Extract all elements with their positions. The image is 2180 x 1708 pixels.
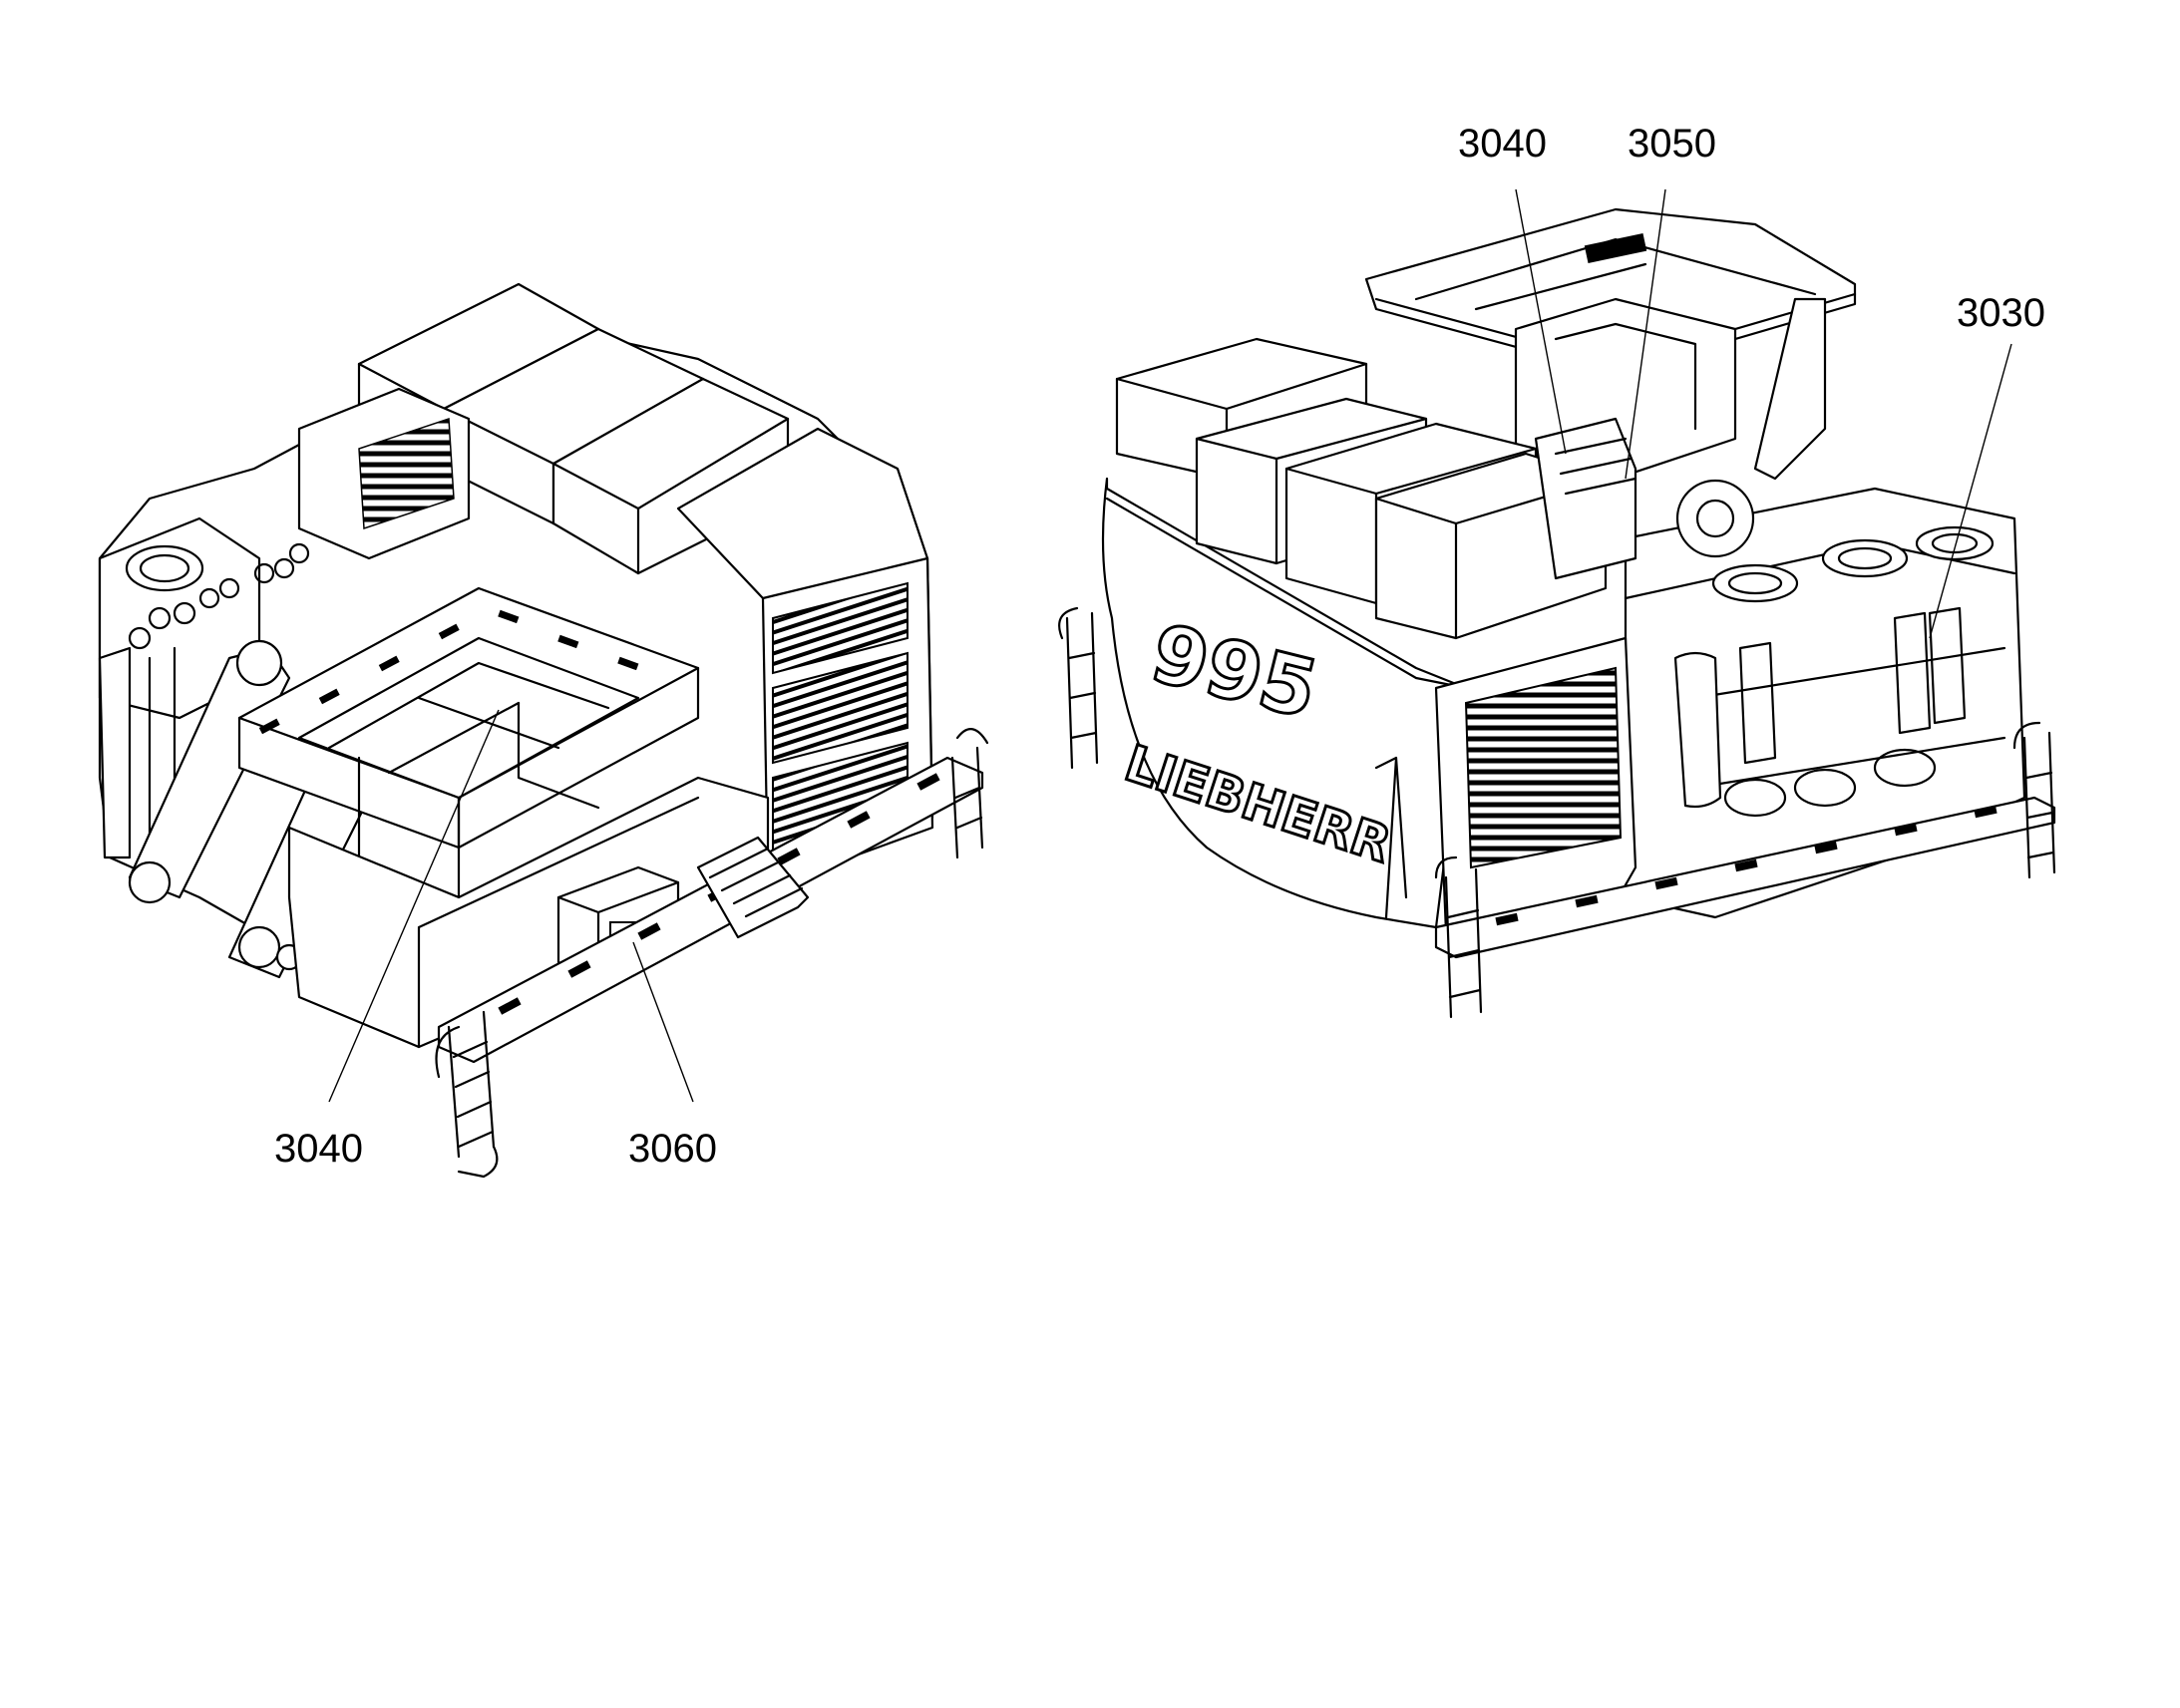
- leader-right-3040: [1515, 188, 1567, 455]
- left-ring-1: [125, 544, 204, 592]
- left-stairs: [696, 836, 810, 939]
- right-walkway: [1434, 796, 2056, 959]
- left-ladder-rear: [950, 746, 984, 859]
- left-ladder-front: [447, 1010, 496, 1159]
- leader-left-3060: [632, 941, 694, 1103]
- callout-right-3040: 3040: [1458, 122, 1547, 166]
- right-ring-2: [1821, 538, 1909, 578]
- left-side-panel: [98, 646, 132, 859]
- left-grille-1: [772, 581, 908, 675]
- left-machine-view: [98, 282, 989, 1179]
- right-grille: [1464, 666, 1623, 869]
- right-ring-1: [1711, 563, 1799, 603]
- right-boom-bearing: [1675, 479, 1755, 558]
- leader-right-3030: [1929, 343, 2012, 639]
- right-counterweight: [1101, 477, 1468, 929]
- right-ladder-left: [1065, 611, 1099, 770]
- left-hatch-opening: [297, 636, 640, 800]
- right-cylinder-1: [1738, 641, 1777, 765]
- leader-left-3040: [328, 709, 500, 1103]
- right-cylinder-2: [1893, 611, 1932, 735]
- callout-left-3060: 3060: [628, 1127, 717, 1171]
- left-ring-1-inner: [139, 553, 190, 583]
- callout-right-3030: 3030: [1957, 291, 2045, 335]
- right-cylinder-3: [1928, 606, 1967, 725]
- right-ladder-right: [2022, 731, 2056, 879]
- left-grille-2: [772, 651, 908, 765]
- leader-right-3050: [1625, 188, 1666, 480]
- right-ring-3: [1915, 525, 1995, 561]
- callout-left-3040: 3040: [274, 1127, 363, 1171]
- right-machine-view: 995 LIEBHERR: [1058, 207, 2056, 1019]
- callout-right-3050: 3050: [1628, 122, 1716, 166]
- callout-leaders: [328, 188, 2012, 1103]
- right-valve-block: [1534, 417, 1637, 580]
- right-access-door: [1673, 651, 1722, 809]
- callout-labels: 3040 3060 3040 3050 3030: [274, 122, 2045, 1171]
- right-ladder-front: [1444, 867, 1483, 1019]
